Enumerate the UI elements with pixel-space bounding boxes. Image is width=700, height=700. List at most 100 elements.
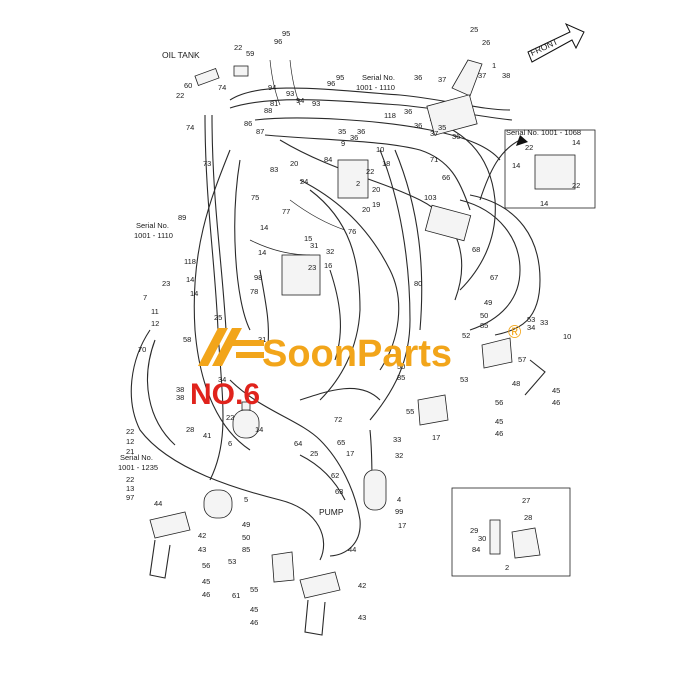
callout: 36	[452, 132, 460, 141]
serial-left-range: 1001 - 1110	[134, 231, 173, 240]
serial-left-label: Serial No.	[136, 221, 169, 230]
front-arrow: FRONT	[527, 22, 585, 63]
callout: 85	[397, 373, 405, 382]
callout: 99	[395, 507, 403, 516]
callout: 14	[512, 161, 520, 170]
callout: 18	[382, 159, 390, 168]
callout: 22	[126, 475, 134, 484]
callout: 81	[270, 99, 278, 108]
callout: 38	[502, 71, 510, 80]
callout: 52	[462, 331, 470, 340]
callout: 73	[203, 159, 211, 168]
callout: 36	[414, 73, 422, 82]
callout: 43	[198, 545, 206, 554]
callout: 45	[495, 417, 503, 426]
callout: 36	[350, 133, 358, 142]
serial-left2-range: 1001 - 1235	[118, 463, 158, 472]
callout: 37	[438, 75, 446, 84]
callout: 12	[126, 437, 134, 446]
callout: 66	[442, 173, 450, 182]
manifold-block	[281, 254, 321, 296]
callout: 2	[505, 563, 509, 572]
serial-top-range: 1001 - 1110	[356, 83, 395, 92]
callout: 21	[126, 447, 134, 456]
callout: 16	[324, 261, 332, 270]
callout: 53	[460, 375, 468, 384]
callout: 95	[336, 73, 344, 82]
pedal-plate	[451, 59, 483, 97]
inset-valve-2	[511, 527, 541, 559]
callout: 22	[525, 143, 533, 152]
callout: 33	[393, 435, 401, 444]
callout: 23	[308, 263, 316, 272]
callout: 46	[250, 618, 258, 627]
callout: 50	[242, 533, 250, 542]
hose-lines	[130, 59, 541, 561]
callout: 17	[398, 521, 406, 530]
callout: 20	[372, 185, 380, 194]
pipe-56	[524, 359, 546, 396]
callout: 28	[186, 425, 194, 434]
callout: 2	[356, 179, 360, 188]
inset-box-bottom	[451, 487, 571, 577]
callout: 15	[304, 234, 312, 243]
callout: 56	[202, 561, 210, 570]
accumulator-5	[203, 489, 233, 519]
callout: 68	[472, 245, 480, 254]
callout: 27	[522, 496, 530, 505]
callout: 10	[563, 332, 571, 341]
callout: 22	[126, 427, 134, 436]
callout: 118	[384, 111, 396, 120]
callout: 32	[326, 247, 334, 256]
callout: 55	[250, 585, 258, 594]
serial-left2-label: Serial No.	[120, 453, 153, 462]
callout: 96	[327, 79, 335, 88]
inset-arrow-curve	[479, 139, 521, 201]
callout: 14	[258, 248, 266, 257]
callout: 45	[552, 386, 560, 395]
bracket-48	[481, 337, 513, 369]
callout: 86	[244, 119, 252, 128]
callout: 74	[218, 83, 226, 92]
callout: 75	[251, 193, 259, 202]
callout: 97	[126, 493, 134, 502]
callout: 36	[414, 121, 422, 130]
inset-box-right	[504, 129, 596, 209]
callout: 38	[176, 393, 184, 402]
callout: 23	[162, 279, 170, 288]
callout: 20	[290, 159, 298, 168]
callout: 30	[478, 534, 486, 543]
callout: 14	[540, 199, 548, 208]
callout: 45	[250, 605, 258, 614]
callout: 58	[183, 335, 191, 344]
callout: 22	[366, 167, 374, 176]
callout: 77	[282, 207, 290, 216]
callout: 87	[256, 127, 264, 136]
callout: 61	[232, 591, 240, 600]
callout: 22	[572, 181, 580, 190]
callout: 14	[255, 425, 263, 434]
soonparts-logo-icon	[198, 328, 264, 366]
callout: 64	[294, 439, 302, 448]
callout: 9	[341, 139, 345, 148]
callout: 53	[228, 557, 236, 566]
callout: 10	[376, 145, 384, 154]
clamp-42-bottom	[299, 571, 341, 599]
callout: 44	[154, 499, 162, 508]
callout: 76	[348, 227, 356, 236]
inset-bracket	[489, 519, 501, 555]
callout: 42	[198, 531, 206, 540]
callout: 74	[186, 123, 194, 132]
callout: 36	[357, 127, 365, 136]
callout: 78	[250, 287, 258, 296]
callout: 72	[334, 415, 342, 424]
callout: 62	[331, 471, 339, 480]
u-bolt-43-left	[149, 539, 171, 579]
callout: 13	[126, 484, 134, 493]
tank-elbow	[233, 65, 249, 77]
soonparts-watermark: SoonParts ® NO.6	[190, 322, 521, 411]
callout: 94	[296, 96, 304, 105]
callout: 14	[572, 138, 580, 147]
callout: 93	[312, 99, 320, 108]
